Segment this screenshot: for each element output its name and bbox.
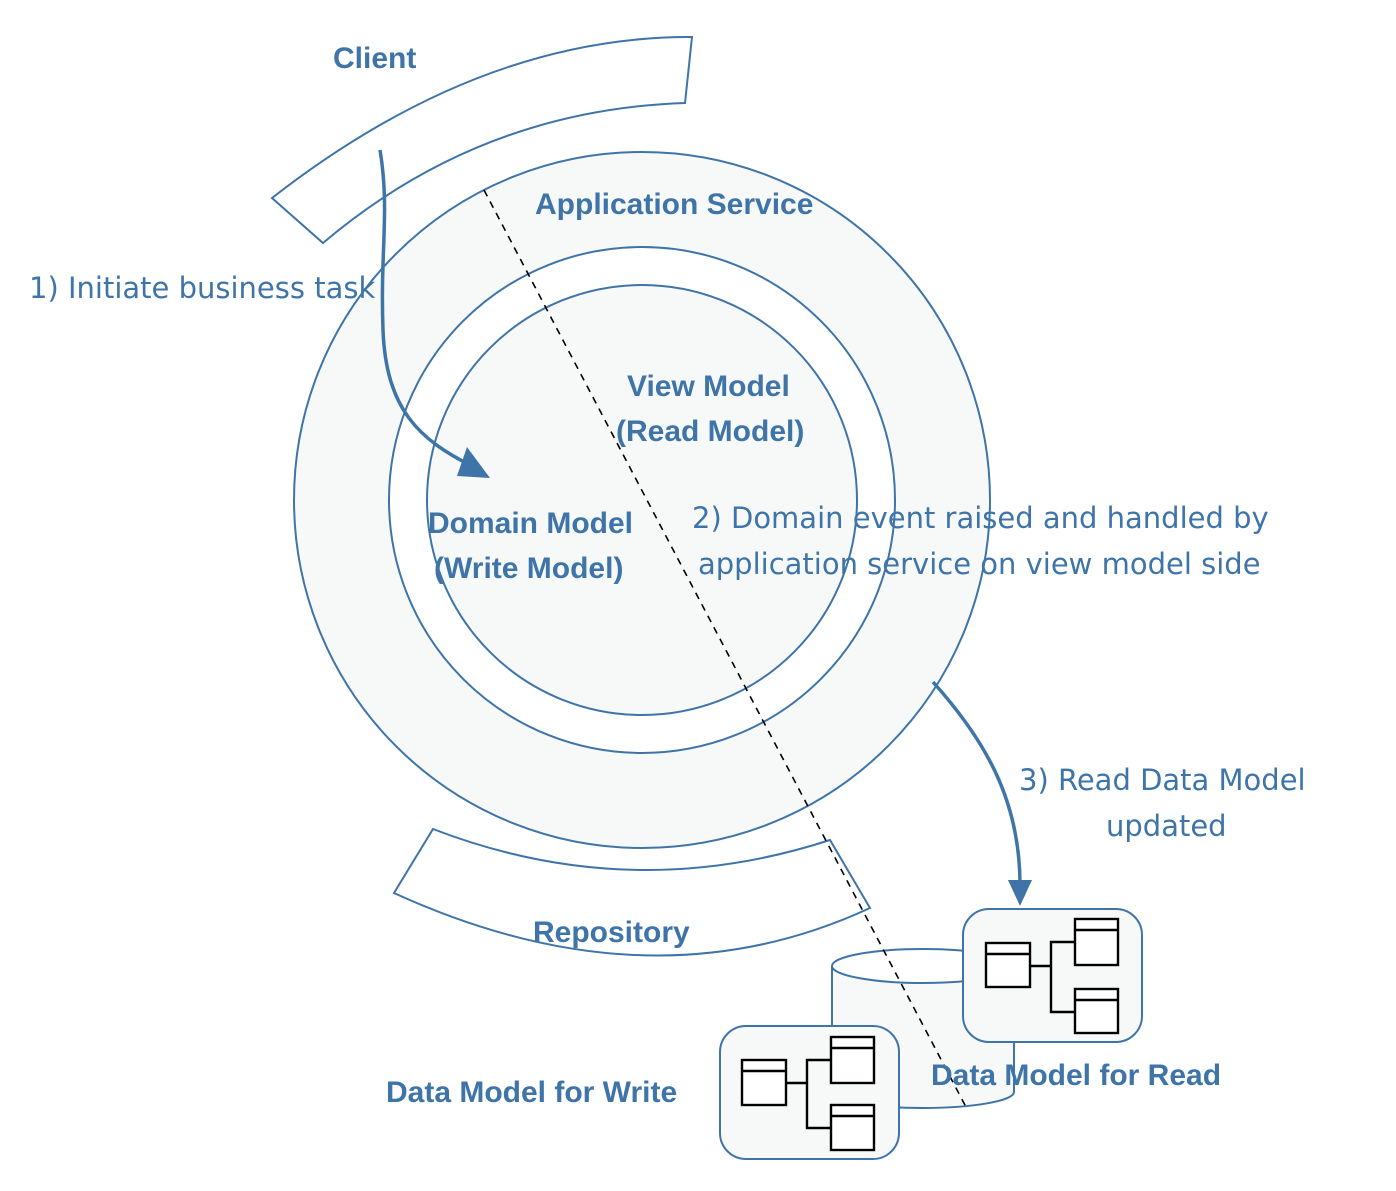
data-model-read-icon <box>962 908 1143 1043</box>
client-arc <box>270 35 694 245</box>
application-service-label: Application Service <box>535 188 813 221</box>
data-model-write-label: Data Model for Write <box>386 1076 677 1109</box>
data-model-write-icon <box>719 1025 900 1160</box>
client-label: Client <box>333 42 416 75</box>
repository-arc <box>392 827 872 957</box>
step3-label-line2: updated <box>1106 809 1227 843</box>
view-model-label: View Model <box>627 370 790 403</box>
step3-label-line1: 3) Read Data Model <box>1019 763 1306 797</box>
domain-core <box>426 284 858 716</box>
arrow-read-model-updated <box>931 680 1022 886</box>
read-write-divider <box>483 189 967 1108</box>
step2-label-line1: 2) Domain event raised and handled by <box>692 501 1269 535</box>
arrow-initiate-task-head <box>457 447 490 478</box>
repository-label: Repository <box>533 916 690 949</box>
write-model-label: (Write Model) <box>434 552 623 585</box>
read-model-label: (Read Model) <box>616 415 804 448</box>
arrow-initiate-task <box>378 149 475 468</box>
step2-label-line2: application service on view model side <box>698 547 1261 581</box>
step1-label: 1) Initiate business task <box>29 271 375 305</box>
domain-model-label: Domain Model <box>428 507 633 540</box>
arrow-read-model-updated-head <box>1008 880 1032 906</box>
data-model-read-label: Data Model for Read <box>931 1059 1221 1092</box>
